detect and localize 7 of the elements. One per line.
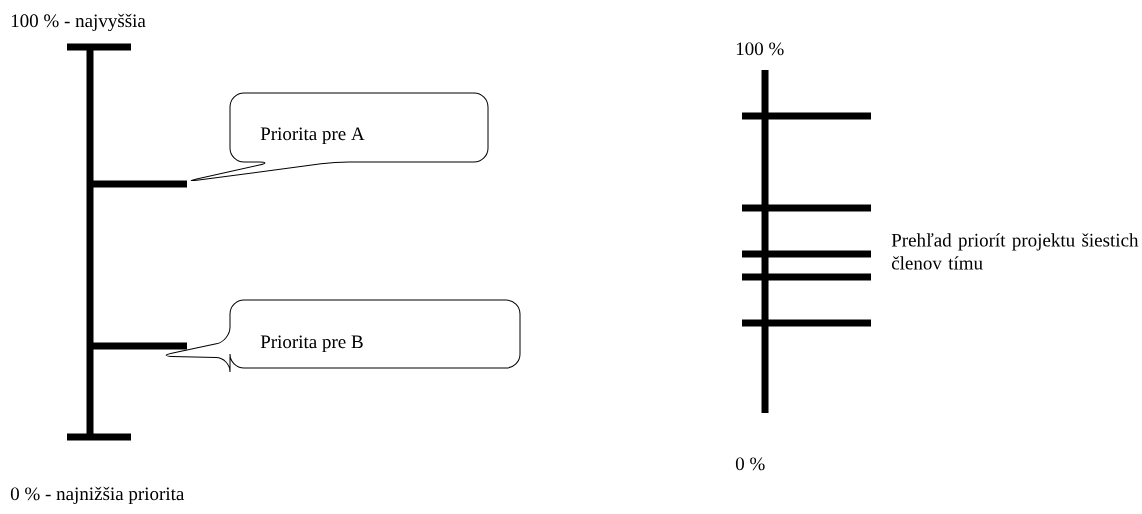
- scale-label: 100 %: [736, 42, 784, 56]
- scale-label: 100 % - najvyššia: [11, 13, 146, 32]
- callout-bubble: Priorita pre A: [190, 92, 489, 182]
- caption-text: Prehľad priorít projektu šiestich členov tímu: [891, 233, 1139, 270]
- scale-label: 0 %: [735, 457, 765, 471]
- callout-bubble: Priorita pre B: [165, 299, 521, 373]
- scale-label: 0 % - najnižšia priorita: [10, 486, 185, 505]
